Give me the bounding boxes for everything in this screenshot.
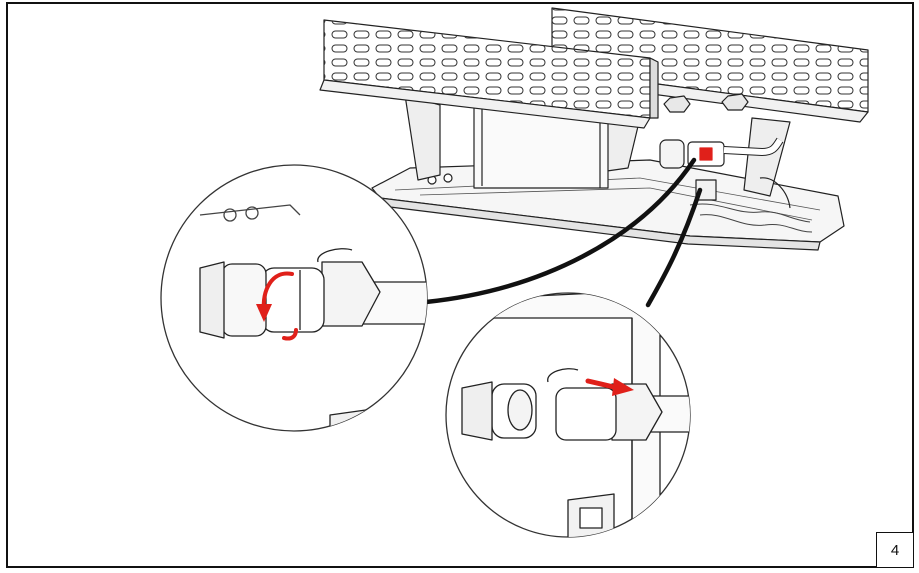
- leader-lines: [423, 157, 703, 308]
- front-mounting-bracket: [319, 19, 659, 129]
- step-number-badge: 4: [876, 532, 914, 568]
- mounting-nuts: [663, 93, 749, 113]
- fixture-connector: [659, 137, 791, 209]
- straight-arrow-icon: [585, 378, 634, 396]
- light-fixture: [319, 7, 869, 251]
- rotate-arrow-icon: [256, 271, 298, 341]
- detail-unscrew-connector: [160, 164, 428, 432]
- detail-pull-connector: [445, 292, 691, 538]
- step-number: 4: [890, 541, 900, 559]
